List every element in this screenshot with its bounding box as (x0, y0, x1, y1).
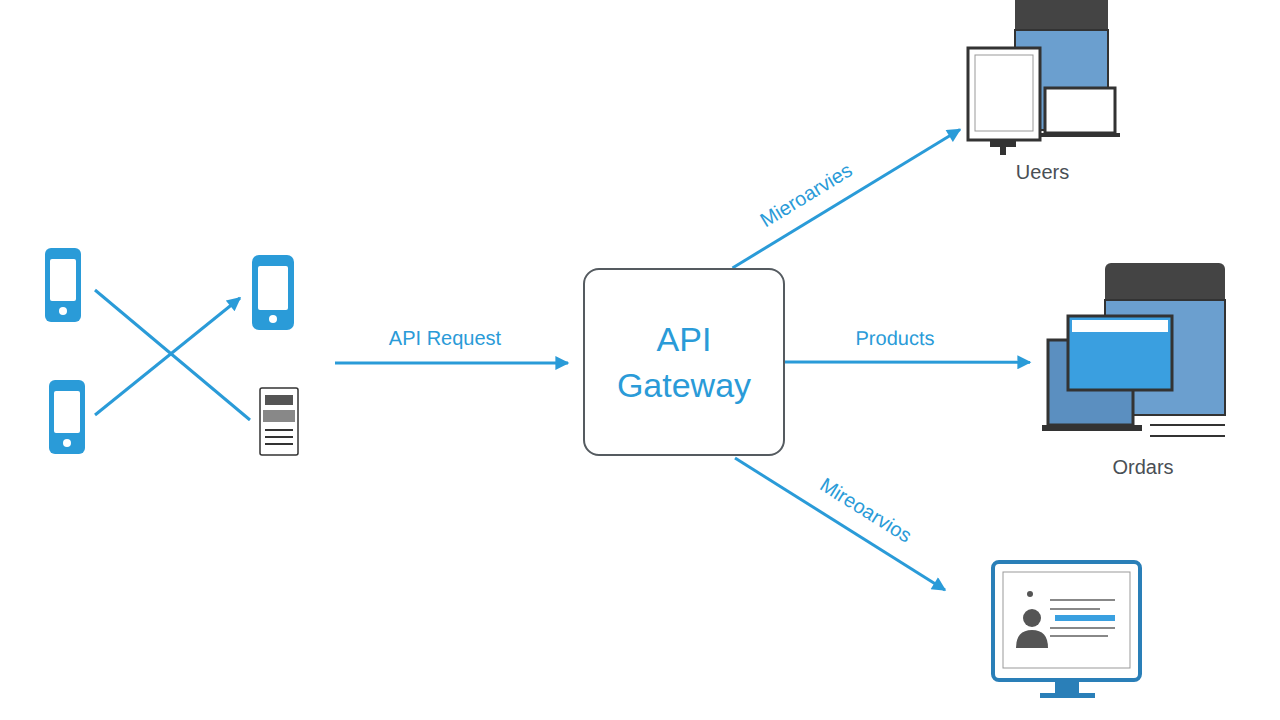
device-link (95, 298, 240, 415)
monitor-front (968, 48, 1040, 140)
window-panel (1068, 316, 1172, 390)
service-node: Ueers (960, 0, 1125, 185)
printer-line (265, 436, 293, 438)
monitor-base (1040, 693, 1095, 698)
monitor-stand (990, 140, 1016, 147)
window-bar (1072, 320, 1168, 332)
printer-body (260, 388, 298, 455)
phone-screen (50, 259, 76, 301)
laptop-base (1040, 133, 1120, 137)
phone-icon (49, 380, 85, 454)
monitor-stand (1000, 147, 1006, 155)
edge-label: Products (856, 326, 935, 350)
phone-body (49, 380, 85, 454)
service-node: Ordars (1030, 262, 1256, 480)
edge-label: Mieroarvies (756, 158, 857, 232)
phone-button (59, 307, 67, 315)
monitor-top (1015, 0, 1108, 32)
node-label: Ordars (1030, 455, 1256, 479)
device-link (95, 290, 250, 420)
connector-arrow (732, 130, 960, 269)
text-line (1050, 599, 1115, 601)
phone-button (269, 315, 277, 323)
laptop-screen (1045, 88, 1115, 133)
monitor-stand (1055, 681, 1079, 694)
arrow-label: API Request (389, 326, 501, 350)
dot (1027, 591, 1033, 597)
text-line (1050, 608, 1100, 610)
request-arrow (335, 362, 568, 365)
person-body (1016, 630, 1048, 648)
profile-monitor-icon (993, 562, 1140, 698)
monitor-base (1042, 425, 1142, 431)
printer-line (265, 443, 293, 445)
node-label: API Gateway (609, 316, 759, 408)
printer-part (265, 395, 293, 405)
users-computers-icon (968, 0, 1120, 155)
person-head (1023, 609, 1041, 627)
phone-body (45, 248, 81, 322)
node-label: Ueers (960, 160, 1125, 184)
phone-icon (45, 248, 81, 322)
monitor-screen (1003, 572, 1130, 668)
text-line (1050, 627, 1115, 629)
phone-screen (258, 266, 288, 310)
printer-line (265, 429, 293, 431)
highlight-bar (1055, 615, 1115, 621)
desk-line (1150, 435, 1225, 437)
phone-icon (252, 255, 294, 330)
monitor-screen (975, 55, 1033, 131)
printer-part (263, 410, 295, 422)
phone-body (252, 255, 294, 330)
desk-line (1150, 424, 1225, 426)
orders-computers-icon (1042, 263, 1225, 436)
gateway-box: API Gateway (583, 268, 785, 456)
phone-screen (54, 391, 80, 433)
connector-arrow (785, 361, 1030, 364)
printer-icon (260, 388, 298, 455)
text-line (1050, 635, 1108, 637)
phone-button (63, 439, 71, 447)
monitor-frame (993, 562, 1140, 680)
service-arrow (735, 458, 945, 590)
arrow-label: Mireoarvios (816, 472, 916, 547)
